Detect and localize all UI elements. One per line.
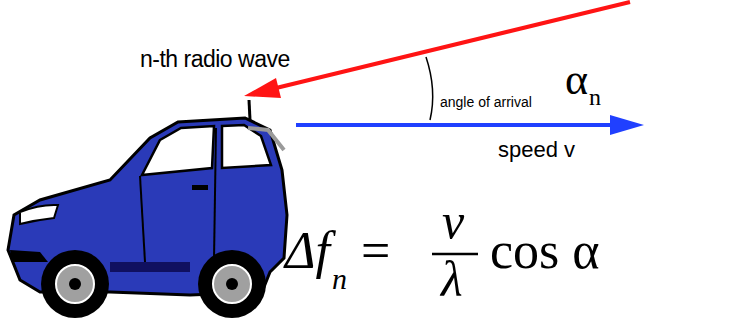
subscript: n: [589, 84, 601, 110]
side-skirt: [110, 262, 190, 272]
door-line: [140, 176, 145, 262]
subscript: n: [332, 262, 347, 295]
headlight: [20, 205, 58, 224]
formula-sign: =: [361, 222, 390, 279]
wheel: [41, 250, 109, 318]
door-line: [214, 128, 216, 260]
bumper: [10, 250, 48, 262]
formula-term: v: [442, 194, 464, 249]
angle-symbol: α: [565, 56, 588, 104]
car-window: [142, 126, 214, 175]
spoiler: [248, 128, 284, 150]
formula-term: λ: [441, 252, 463, 307]
formula-term: cos α: [490, 222, 600, 279]
door-handle: [192, 185, 208, 190]
wheel: [198, 250, 266, 318]
speed-arrow: [296, 115, 644, 135]
formula-term: Δf: [285, 222, 330, 279]
speed-label: speed v: [498, 138, 575, 162]
car-illustration: [8, 100, 287, 318]
wave-label: n-th radio wave: [140, 47, 290, 72]
angle-label: angle of arrival: [440, 95, 532, 110]
angle-arc: [426, 57, 433, 120]
